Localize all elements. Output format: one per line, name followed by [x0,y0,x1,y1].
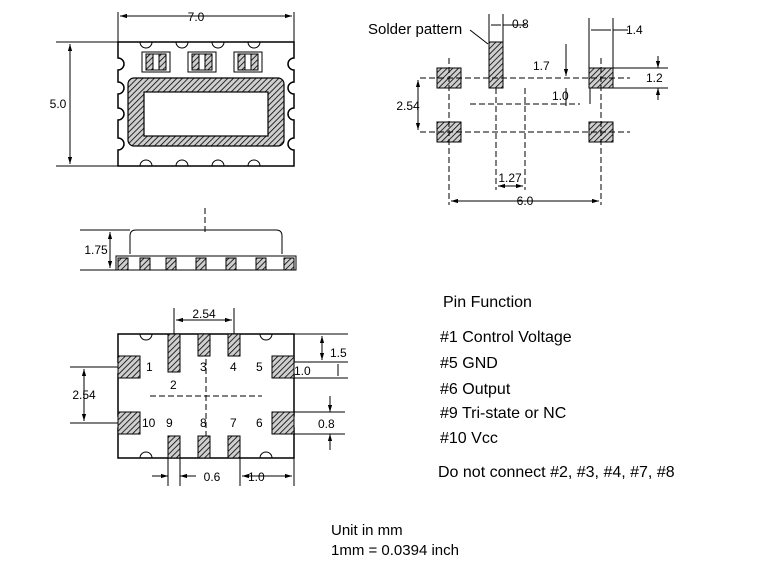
castellation [259,451,273,459]
pin-label-1: 1 [146,360,153,374]
solder-pattern-title: Solder pattern [368,21,462,38]
solder-dim-1-0: 1.0 [552,89,569,103]
bottom-pad-5 [271,355,295,379]
side-height-label: 1.75 [84,243,108,257]
side-lid [129,229,283,254]
bottom-dim-2-54-left: 2.54 [72,388,96,402]
solder-dim-1-27: 1.27 [498,171,522,185]
castellation [211,159,225,167]
bottom-pad-9 [167,435,181,459]
side-pad [165,257,177,271]
bottom-pad-10 [117,411,141,435]
solder-dim-1-2: 1.2 [646,71,663,85]
pin-function-title: Pin Function [443,294,532,311]
castellation [247,159,261,167]
castellation [211,41,225,49]
solder-dim-1-7: 1.7 [533,59,550,73]
top-component-left [141,51,171,73]
bottom-dim-2-54-top: 2.54 [192,307,216,321]
side-pad [283,257,295,271]
lid-window [143,91,269,137]
bottom-view [70,308,348,486]
top-view [56,12,295,167]
castellation [175,159,189,167]
pin-label-7: 7 [230,416,237,430]
pin-label-5: 5 [256,360,263,374]
solder-dim-1-4: 1.4 [626,23,643,37]
pin-label-2: 2 [170,378,177,392]
pin-label-4: 4 [230,360,237,374]
bottom-pad-4 [227,333,241,357]
castellation [139,451,153,459]
top-component-middle [187,51,217,73]
pin-label-10: 10 [142,416,156,430]
pin-label-8: 8 [200,416,207,430]
top-width-label: 7.0 [188,10,205,24]
bottom-dim-0-6: 0.6 [204,470,221,484]
top-component-right [233,51,263,73]
no-connect-note: Do not connect #2, #3, #4, #7, #8 [438,464,675,481]
solder-dim-6-0: 6.0 [517,194,534,208]
solder-dim-0-8: 0.8 [512,17,529,31]
side-pad [195,257,207,271]
bottom-pad-7 [227,435,241,459]
bottom-dim-0-8: 0.8 [318,417,335,431]
unit-note: Unit in mm [331,522,403,539]
castellation [259,333,273,341]
bottom-pad-6 [271,411,295,435]
pin-function-line: #10 Vcc [440,430,498,447]
side-pad [225,257,237,271]
solder-dim-2-54: 2.54 [396,99,420,113]
bottom-pad-3 [197,333,211,357]
pin-label-6: 6 [256,416,263,430]
pin-function-line: #1 Control Voltage [440,329,572,346]
castellation [139,333,153,341]
leader-line [469,29,489,45]
bottom-pad-1 [117,355,141,379]
bottom-dim-1-0-side: 1.0 [294,364,311,378]
pin-function-line: #5 GND [440,355,498,372]
castellation [139,159,153,167]
bottom-dim-1-0-bottom: 1.0 [248,470,265,484]
bottom-pad-8 [197,435,211,459]
land-pad-top-center [488,41,504,89]
castellation [247,41,261,49]
pin-label-9: 9 [166,416,173,430]
pin-function-line: #6 Output [440,381,511,398]
bottom-dim-1-5: 1.5 [330,346,347,360]
pin-function-line: #9 Tri-state or NC [440,405,567,422]
package-outline [117,41,295,167]
top-height-label: 5.0 [50,97,67,111]
castellation [139,41,153,49]
solder-pattern [415,14,668,205]
side-pad [255,257,267,271]
side-pad [139,257,151,271]
castellation [175,41,189,49]
unit-conversion-note: 1mm = 0.0394 inch [331,542,459,559]
bottom-pad-2 [167,333,181,373]
side-view [80,208,297,271]
pin-label-3: 3 [200,360,207,374]
side-pad [117,257,129,271]
